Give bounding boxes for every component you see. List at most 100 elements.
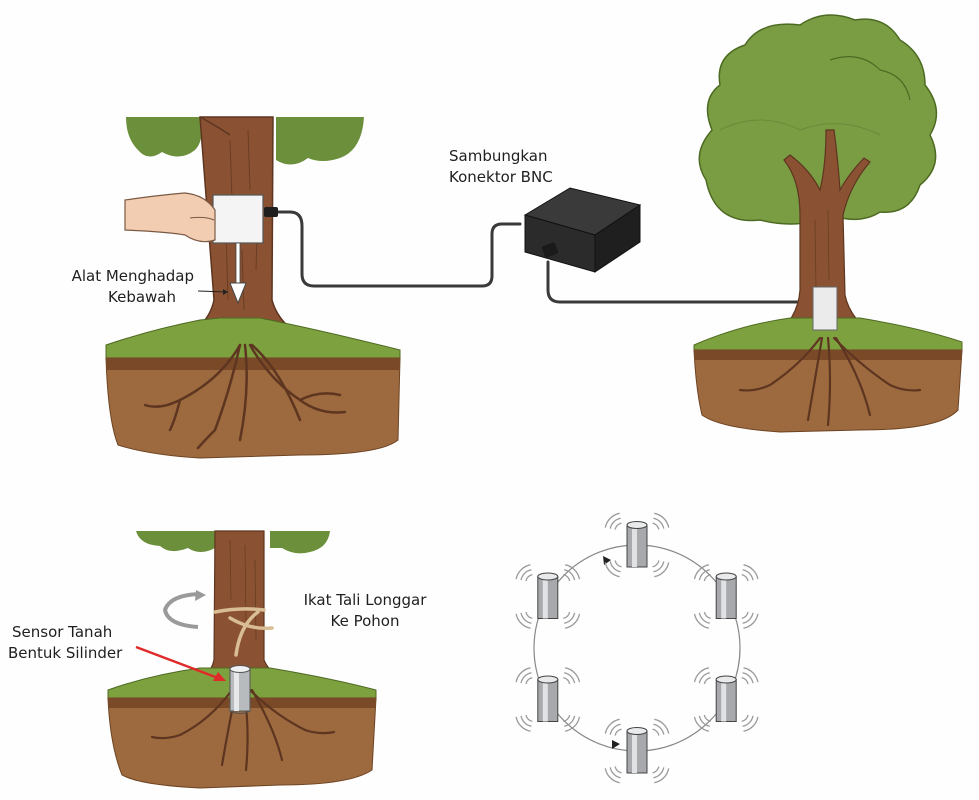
down-arrow-icon xyxy=(229,282,247,305)
signal-wave-icon xyxy=(520,672,532,684)
signal-wave-icon xyxy=(614,522,622,530)
signal-wave-icon xyxy=(564,612,576,624)
signal-wave-icon xyxy=(563,714,571,723)
label-line: Sensor Tanah xyxy=(12,623,113,641)
soil xyxy=(105,357,401,459)
signal-wave-icon xyxy=(563,676,571,685)
signal-wave-icon xyxy=(703,611,711,620)
signal-wave-icon xyxy=(653,561,665,573)
signal-wave-icon xyxy=(609,517,621,529)
signal-wave-icon xyxy=(654,718,670,734)
foliage xyxy=(126,117,364,165)
signal-wave-icon xyxy=(703,676,711,685)
panel-full-tree xyxy=(693,14,963,433)
sensor-cap xyxy=(715,572,737,581)
label-line: Alat Menghadap xyxy=(71,267,194,285)
label-device-orientation: Alat Menghadap Kebawah xyxy=(60,266,194,308)
signal-wave-icon xyxy=(698,672,710,684)
signal-wave-icon xyxy=(698,715,710,727)
wireless-sensor-node xyxy=(604,512,670,578)
signal-wave-icon xyxy=(520,612,532,624)
signal-wave-icon xyxy=(564,715,576,727)
panel-soil-sensor-install xyxy=(107,530,377,789)
signal-wave-icon xyxy=(652,766,660,774)
signal-wave-icon xyxy=(609,767,621,779)
wireless-sensor-node xyxy=(515,667,581,732)
foliage xyxy=(136,531,330,554)
soil xyxy=(107,697,377,789)
signal-wave-icon xyxy=(564,613,581,629)
signal-wave-icon xyxy=(742,569,754,581)
panel-sensor-ring xyxy=(515,512,759,784)
cylinder-soil-sensor xyxy=(229,665,251,714)
signal-wave-icon xyxy=(609,723,621,735)
label-soil-sensor: Sensor Tanah Bentuk Silinder xyxy=(8,622,122,664)
signal-wave-icon xyxy=(564,716,581,732)
signal-wave-icon xyxy=(520,715,532,727)
sensor-cap xyxy=(537,675,559,684)
sensor-cap xyxy=(626,521,648,529)
signal-wave-icon xyxy=(520,569,532,581)
grass xyxy=(105,317,401,361)
bnc-junction-box xyxy=(523,187,642,273)
sensor-highlight xyxy=(632,525,637,567)
wireless-sensor-node xyxy=(693,667,759,732)
signal-wave-icon xyxy=(614,766,622,774)
hand xyxy=(124,192,216,243)
label-line: Ke Pohon xyxy=(330,612,400,630)
sensor-highlight xyxy=(632,731,637,773)
signal-wave-icon xyxy=(525,714,533,723)
roots xyxy=(738,336,922,427)
signal-wave-icon xyxy=(743,667,759,683)
signal-wave-icon xyxy=(654,562,670,578)
signal-wave-icon xyxy=(743,716,759,732)
cable-plug-left xyxy=(264,207,278,217)
signal-wave-icon xyxy=(703,714,711,723)
signal-wave-icon xyxy=(742,672,754,684)
red-arrowhead-icon xyxy=(213,672,226,681)
signal-wave-icon xyxy=(693,564,710,580)
signal-wave-icon xyxy=(653,723,665,735)
roots xyxy=(143,343,347,450)
signal-wave-icon xyxy=(652,728,660,736)
tree-device xyxy=(212,194,264,244)
signal-wave-icon xyxy=(653,517,665,529)
signal-wave-icon xyxy=(604,718,620,734)
sensor-cap xyxy=(626,727,648,735)
signal-wave-icon xyxy=(614,728,622,736)
signal-wave-icon xyxy=(703,573,711,582)
label-rope: Ikat Tali Longgar Ke Pohon xyxy=(290,590,440,632)
grass xyxy=(693,317,963,353)
cables xyxy=(274,210,810,304)
signal-wave-icon xyxy=(741,714,749,723)
panel-handheld-attach xyxy=(105,116,401,459)
signal-wave-icon xyxy=(652,560,660,568)
cable-left xyxy=(274,210,522,288)
signal-wave-icon xyxy=(564,667,581,683)
signal-wave-icon xyxy=(698,569,710,581)
signal-wave-icon xyxy=(604,562,620,578)
label-line: Konektor BNC xyxy=(449,168,553,186)
signal-wave-icon xyxy=(515,564,531,580)
label-line: Ikat Tali Longgar xyxy=(303,591,427,609)
sensor-highlight xyxy=(542,679,548,722)
signal-wave-icon xyxy=(743,613,759,629)
ring-path xyxy=(533,544,741,752)
signal-wave-icon xyxy=(741,611,749,620)
signal-wave-icon xyxy=(604,512,620,528)
signal-wave-icon xyxy=(515,716,531,732)
rotation-arrow-icon xyxy=(162,592,201,629)
signal-wave-icon xyxy=(742,612,754,624)
sensor-highlight xyxy=(721,576,727,619)
signal-wave-icon xyxy=(743,564,759,580)
red-pointer-line xyxy=(135,645,219,680)
label-line: Sambungkan xyxy=(449,147,548,165)
signal-wave-icon xyxy=(525,611,533,620)
label-line: Bentuk Silinder xyxy=(8,644,123,662)
soil xyxy=(693,349,963,433)
wireless-sensor-node xyxy=(693,564,759,629)
rope xyxy=(213,607,274,657)
signal-wave-icon xyxy=(564,564,581,580)
signal-wave-icon xyxy=(741,573,749,582)
